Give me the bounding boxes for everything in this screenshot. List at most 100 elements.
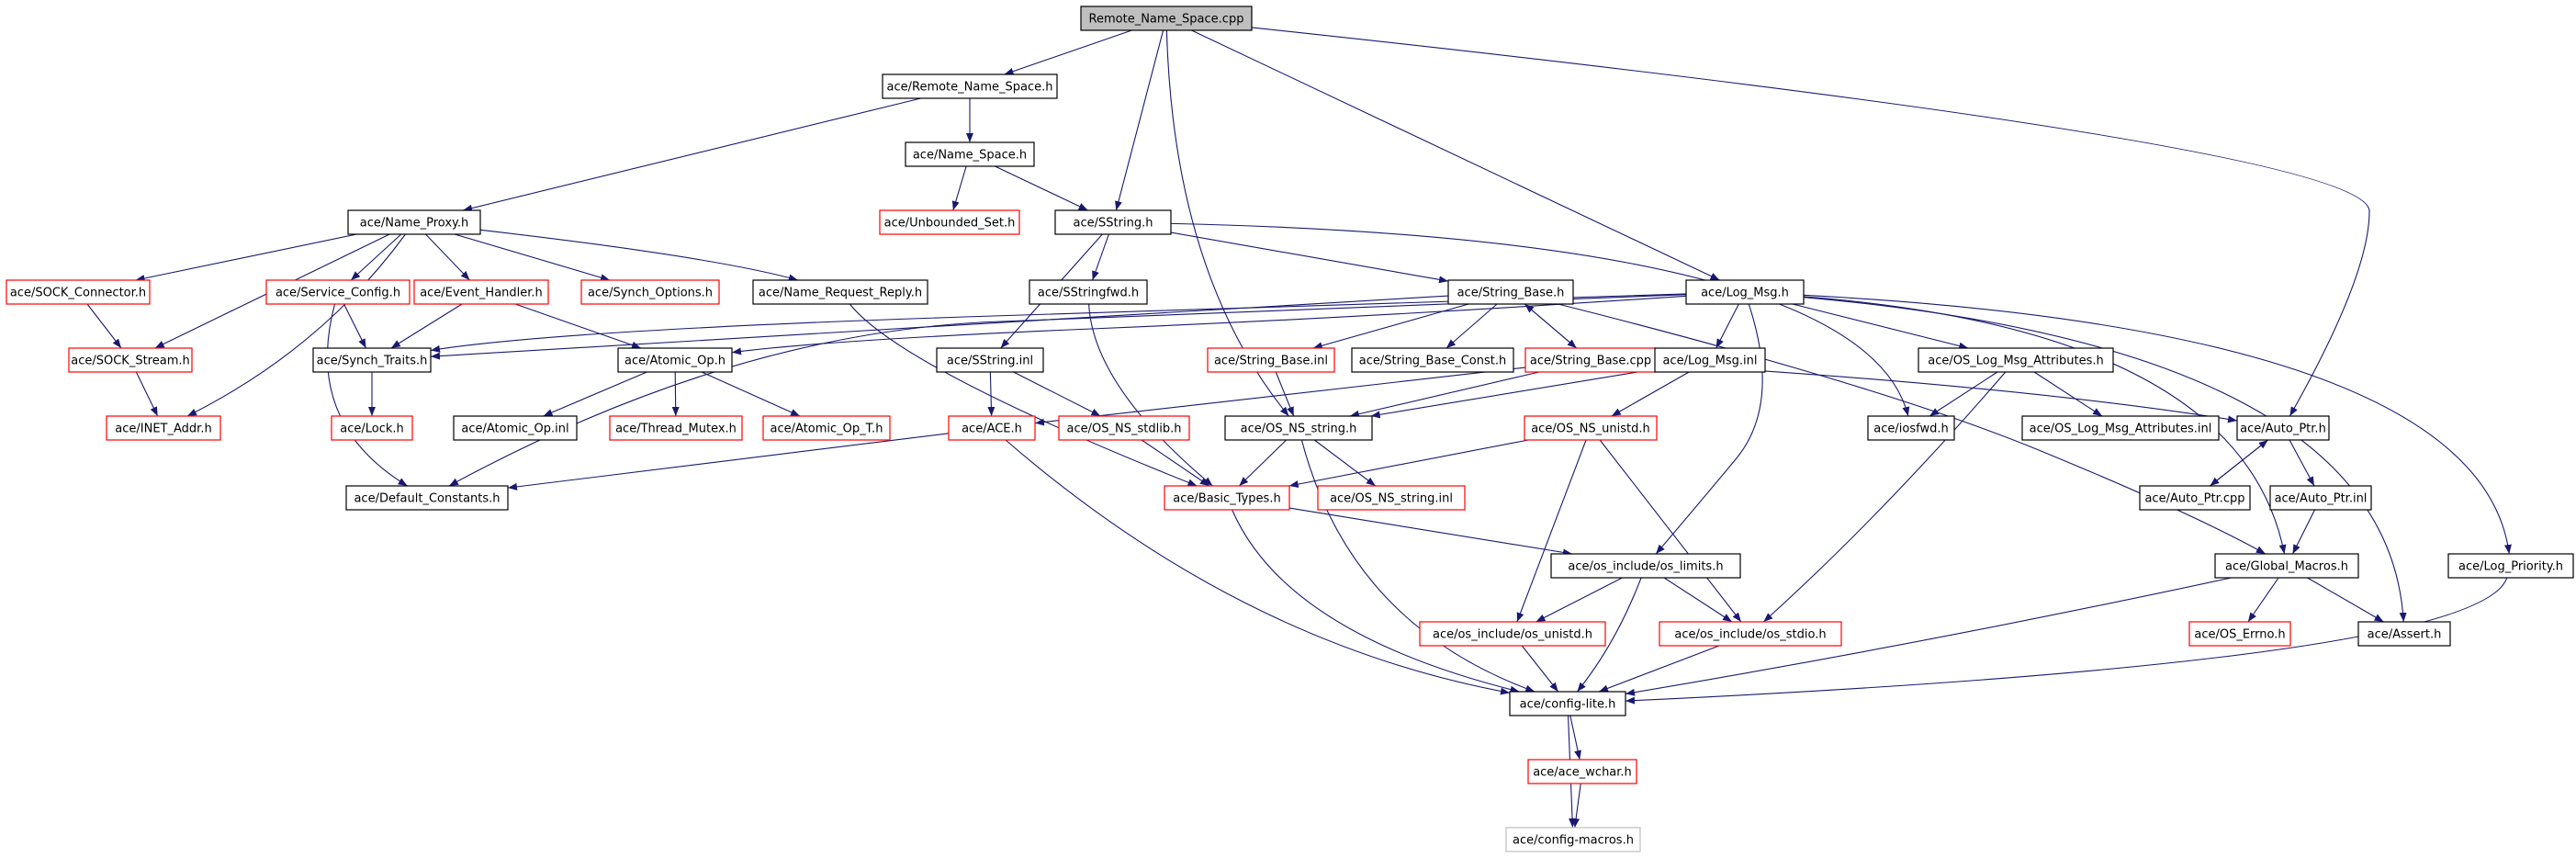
edge-ace-event-handler-h-to-ace-synch-traits-h: [390, 303, 463, 349]
node-label: ace/Unbounded_Set.h: [884, 217, 1016, 231]
node-ace-name-space-h[interactable]: ace/Name_Space.h: [905, 141, 1035, 167]
node-ace-os-errno-h[interactable]: ace/OS_Errno.h: [2188, 621, 2291, 647]
node-box: [1550, 553, 1741, 579]
edge-ace-sock-stream-h-to-ace-inet-addr-h: [135, 371, 159, 417]
node-ace-sstring-h[interactable]: ace/SString.h: [1054, 209, 1172, 235]
edge-ace-name-proxy-h-to-ace-event-handler-h: [425, 233, 470, 281]
node-remote-name-space-cpp[interactable]: Remote_Name_Space.cpp: [1080, 6, 1253, 31]
edge-ace-ace-h-to-ace-config-lite-h: [1005, 439, 1511, 695]
edge-ace-name-proxy-h-to-ace-service-config-h: [350, 233, 402, 281]
node-ace-ace-wchar-h[interactable]: ace/ace_wchar.h: [1527, 759, 1637, 784]
node-label: ace/OS_NS_string.h: [1241, 423, 1357, 436]
node-ace-auto-ptr-h[interactable]: ace/Auto_Ptr.h: [2236, 415, 2330, 441]
node-ace-auto-ptr-cpp[interactable]: ace/Auto_Ptr.cpp: [2139, 485, 2251, 511]
node-label: ace/Synch_Traits.h: [317, 355, 428, 368]
node-label: ace/Auto_Ptr.cpp: [2144, 492, 2244, 506]
edge-ace-name-proxy-h-to-ace-name-request-reply-h: [479, 229, 798, 282]
edge-remote-name-space-cpp-to-ace-log-msg-h: [1191, 29, 1720, 281]
node-ace-atomic-op-inl[interactable]: ace/Atomic_Op.inl: [453, 415, 578, 441]
node-ace-string-base-const-h[interactable]: ace/String_Base_Const.h: [1351, 347, 1514, 373]
node-ace-log-msg-inl[interactable]: ace/Log_Msg.inl: [1654, 347, 1766, 373]
node-label: ace/SString.h: [1074, 217, 1153, 231]
node-label: ace/Assert.h: [2368, 628, 2442, 642]
node-ace-lock-h[interactable]: ace/Lock.h: [331, 415, 413, 441]
node-ace-sock-stream-h[interactable]: ace/SOCK_Stream.h: [68, 347, 193, 373]
node-label: ace/OS_NS_unistd.h: [1531, 423, 1650, 436]
edge-ace-os-include-os-limits-h-to-ace-os-include-os-unistd-h: [1535, 577, 1623, 623]
node-ace-iosfwd-h[interactable]: ace/iosfwd.h: [1867, 415, 1955, 441]
node-label: ace/Atomic_Op.inl: [461, 423, 568, 436]
node-label: ace/Atomic_Op.h: [624, 355, 726, 368]
node-box: [1419, 621, 1606, 647]
node-ace-unbounded-set-h[interactable]: ace/Unbounded_Set.h: [879, 209, 1020, 235]
node-ace-string-base-h[interactable]: ace/String_Base.h: [1447, 279, 1574, 305]
node-ace-global-macros-h[interactable]: ace/Global_Macros.h: [2214, 553, 2359, 579]
node-ace-sstring-inl[interactable]: ace/SString.inl: [936, 347, 1044, 373]
node-box: [948, 415, 1036, 441]
node-ace-thread-mutex-h[interactable]: ace/Thread_Mutex.h: [609, 415, 743, 441]
node-label: ace/Auto_Ptr.h: [2240, 423, 2326, 436]
node-ace-os-ns-unistd-h[interactable]: ace/OS_NS_unistd.h: [1524, 415, 1658, 441]
edge-ace-sstring-h-to-ace-string-base-h: [1170, 231, 1449, 284]
node-box: [1351, 347, 1514, 373]
node-label: ace/OS_Errno.h: [2194, 628, 2285, 642]
node-ace-auto-ptr-inl[interactable]: ace/Auto_Ptr.inl: [2269, 485, 2372, 511]
node-ace-os-ns-string-inl[interactable]: ace/OS_NS_string.inl: [1317, 485, 1466, 511]
node-box: [2021, 415, 2220, 441]
node-ace-name-proxy-h[interactable]: ace/Name_Proxy.h: [347, 209, 481, 235]
edge-ace-os-ns-string-h-to-ace-basic-types-h: [1238, 439, 1288, 487]
node-ace-basic-types-h[interactable]: ace/Basic_Types.h: [1164, 485, 1290, 511]
edge-remote-name-space-cpp-to-ace-remote-name-space-h: [1004, 29, 1132, 75]
node-ace-os-log-msg-attributes-h[interactable]: ace/OS_Log_Msg_Attributes.h: [1918, 347, 2114, 373]
edge-ace-os-log-msg-attributes-h-to-ace-os-include-os-stdio-h: [1763, 371, 2007, 623]
node-box: [453, 415, 578, 441]
node-ace-config-lite-h[interactable]: ace/config-lite.h: [1509, 691, 1626, 716]
node-ace-inet-addr-h[interactable]: ace/INET_Addr.h: [106, 415, 221, 441]
edge-ace-atomic-op-h-to-ace-thread-mutex-h: [671, 371, 680, 417]
node-ace-sstringfwd-h[interactable]: ace/SStringfwd.h: [1029, 279, 1148, 305]
node-ace-default-constants-h[interactable]: ace/Default_Constants.h: [345, 485, 509, 511]
edge-ace-string-base-inl-to-ace-os-ns-string-h: [1275, 371, 1295, 417]
node-ace-string-base-inl[interactable]: ace/String_Base.inl: [1207, 347, 1335, 373]
node-ace-os-ns-stdlib-h[interactable]: ace/OS_NS_stdlib.h: [1058, 415, 1190, 441]
node-ace-os-include-os-unistd-h[interactable]: ace/os_include/os_unistd.h: [1419, 621, 1606, 647]
node-ace-log-msg-h[interactable]: ace/Log_Msg.h: [1685, 279, 1805, 305]
node-ace-service-config-h[interactable]: ace/Service_Config.h: [265, 279, 411, 305]
node-ace-config-macros-h[interactable]: ace/config-macros.h: [1505, 827, 1641, 852]
edge-ace-log-msg-h-to-ace-assert-h: [1803, 297, 2407, 623]
node-ace-ace-h[interactable]: ace/ACE.h: [948, 415, 1036, 441]
node-label: ace/Log_Priority.h: [2458, 560, 2563, 574]
node-box: [6, 279, 151, 305]
node-ace-atomic-op-h[interactable]: ace/Atomic_Op.h: [617, 347, 733, 373]
node-ace-event-handler-h[interactable]: ace/Event_Handler.h: [413, 279, 549, 305]
node-ace-os-include-os-stdio-h[interactable]: ace/os_include/os_stdio.h: [1659, 621, 1842, 647]
edge-ace-sstring-h-to-ace-iosfwd-h: [1170, 222, 1910, 417]
node-box: [1505, 827, 1641, 852]
node-label: ace/OS_Log_Msg_Attributes.h: [1928, 355, 2103, 368]
node-label: ace/os_include/os_unistd.h: [1433, 628, 1592, 642]
node-ace-synch-options-h[interactable]: ace/Synch_Options.h: [580, 279, 720, 305]
node-ace-remote-name-space-h[interactable]: ace/Remote_Name_Space.h: [882, 73, 1058, 99]
node-box: [2447, 553, 2574, 579]
node-ace-log-priority-h[interactable]: ace/Log_Priority.h: [2447, 553, 2574, 579]
node-ace-assert-h[interactable]: ace/Assert.h: [2357, 621, 2451, 647]
node-ace-synch-traits-h[interactable]: ace/Synch_Traits.h: [312, 347, 432, 373]
node-ace-string-base-cpp[interactable]: ace/String_Base.cpp: [1524, 347, 1657, 373]
node-ace-name-request-reply-h[interactable]: ace/Name_Request_Reply.h: [752, 279, 928, 305]
node-label: ace/Lock.h: [340, 423, 404, 436]
node-ace-os-include-os-limits-h[interactable]: ace/os_include/os_limits.h: [1550, 553, 1741, 579]
node-ace-sock-connector-h[interactable]: ace/SOCK_Connector.h: [6, 279, 151, 305]
edge-ace-basic-types-h-to-ace-config-lite-h: [1232, 509, 1520, 693]
node-ace-os-log-msg-attributes-inl[interactable]: ace/OS_Log_Msg_Attributes.inl: [2021, 415, 2220, 441]
node-ace-os-ns-string-h[interactable]: ace/OS_NS_string.h: [1224, 415, 1373, 441]
node-box: [1509, 691, 1626, 716]
edge-ace-name-proxy-h-to-ace-synch-options-h: [454, 233, 611, 281]
node-box: [265, 279, 411, 305]
edge-ace-string-base-cpp-to-ace-ace-h: [1034, 366, 1526, 426]
node-ace-atomic-op-t-h[interactable]: ace/Atomic_Op_T.h: [762, 415, 891, 441]
node-label: ace/Name_Request_Reply.h: [759, 287, 922, 300]
edge-ace-sstring-inl-to-ace-os-ns-stdlib-h: [1013, 371, 1101, 417]
edge-ace-log-msg-h-to-ace-default-constants-h: [448, 294, 1687, 487]
node-box: [413, 279, 549, 305]
node-label: ace/INET_Addr.h: [115, 423, 211, 436]
